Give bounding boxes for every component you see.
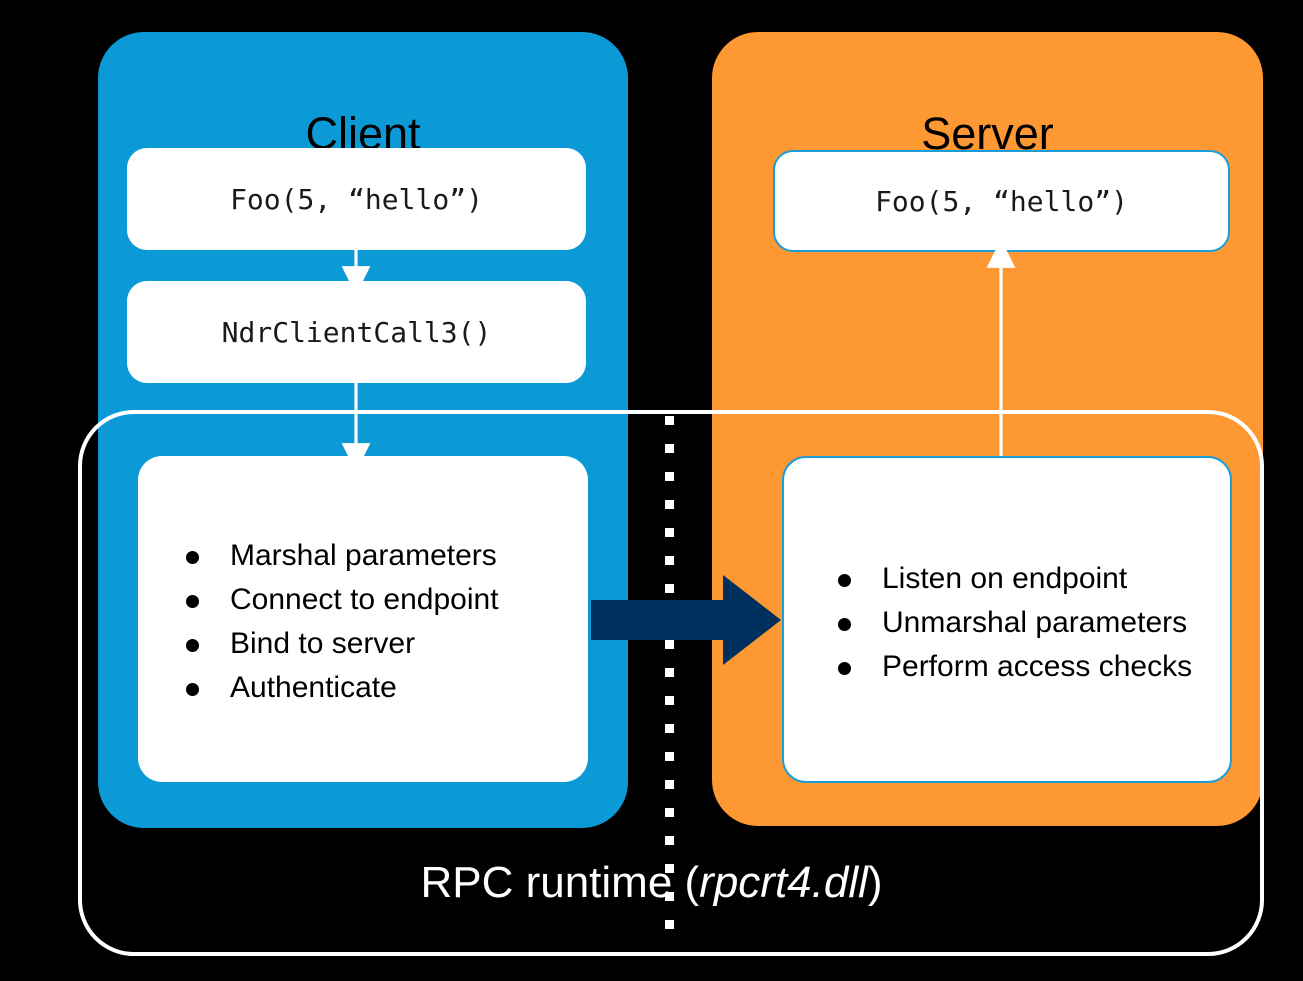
server-call-box: Foo(5, “hello”) xyxy=(773,150,1230,252)
list-item: Authenticate xyxy=(168,666,562,709)
list-item: Marshal parameters xyxy=(168,534,562,577)
client-step-label: Marshal parameters xyxy=(230,539,497,572)
process-boundary-divider xyxy=(665,416,674,944)
list-item: Listen on endpoint xyxy=(814,557,1204,600)
client-call-box-label: Foo(5, “hello”) xyxy=(230,182,483,216)
client-step-label: Bind to server xyxy=(230,627,416,660)
server-steps-list: Listen on endpoint Unmarshal parameters … xyxy=(814,557,1204,689)
server-call-box-label: Foo(5, “hello”) xyxy=(875,184,1128,218)
server-step-label: Unmarshal parameters xyxy=(882,605,1188,639)
rpc-runtime-label-dll: rpcrt4.dll xyxy=(699,858,868,907)
rpc-runtime-label-prefix: RPC runtime ( xyxy=(420,858,700,907)
client-step-label: Authenticate xyxy=(230,671,397,704)
client-step-label: Connect to endpoint xyxy=(230,583,499,616)
client-stub-box: NdrClientCall3() xyxy=(127,281,586,383)
server-step-label: Perform access checks xyxy=(882,649,1193,683)
list-item: Connect to endpoint xyxy=(168,578,562,621)
server-step-label: Listen on endpoint xyxy=(882,561,1128,595)
client-call-box: Foo(5, “hello”) xyxy=(127,148,586,250)
client-stub-box-label: NdrClientCall3() xyxy=(221,315,492,349)
list-item: Unmarshal parameters xyxy=(814,601,1204,644)
list-item: Perform access checks xyxy=(814,645,1204,688)
client-steps-list: Marshal parameters Connect to endpoint B… xyxy=(168,534,562,710)
client-runtime-steps-box: Marshal parameters Connect to endpoint B… xyxy=(138,456,588,782)
rpc-runtime-label: RPC runtime (rpcrt4.dll) xyxy=(0,856,1303,910)
rpc-runtime-label-suffix: ) xyxy=(867,858,883,907)
list-item: Bind to server xyxy=(168,622,562,665)
server-runtime-steps-box: Listen on endpoint Unmarshal parameters … xyxy=(782,456,1232,783)
